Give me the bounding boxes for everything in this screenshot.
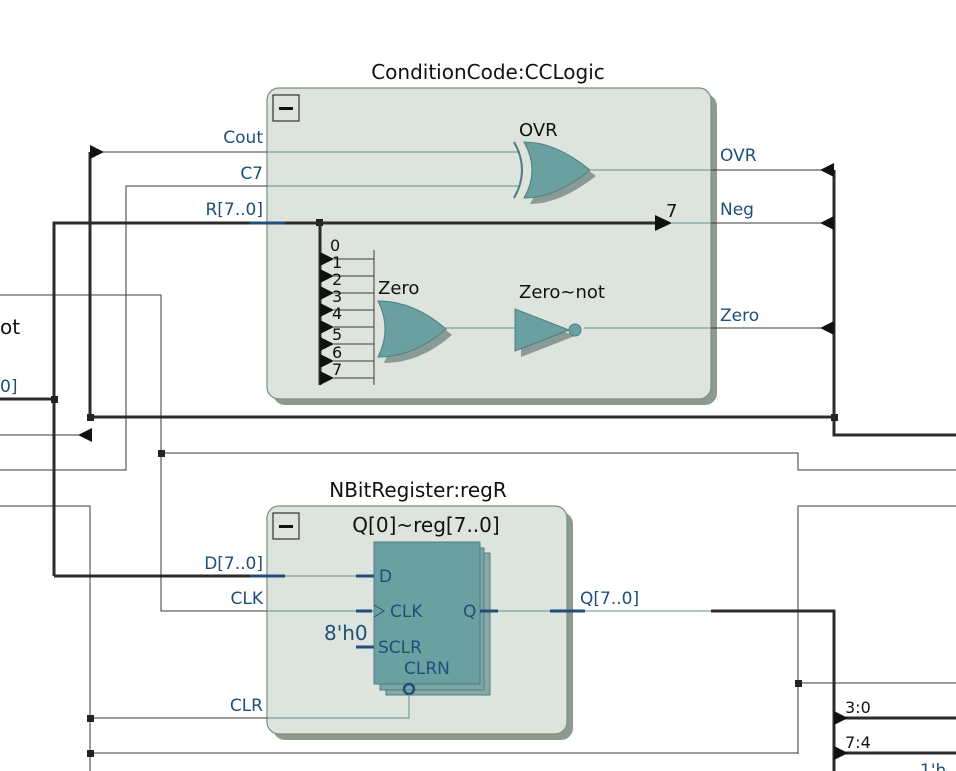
arrowheads bbox=[78, 145, 848, 760]
register-ports: D[7..0] CLK CLR Q[7..0] 8'h0 bbox=[204, 554, 639, 716]
left-top-label: ot bbox=[0, 315, 20, 339]
not-gate-zero[interactable]: Zero~not bbox=[514, 282, 605, 357]
reg-name-label: Q[0]~reg[7..0] bbox=[352, 513, 499, 537]
left-mid-label: 0] bbox=[0, 377, 17, 397]
bit-7-label: 7 bbox=[666, 201, 677, 222]
signal-wires bbox=[0, 151, 956, 771]
bit-label-5: 5 bbox=[332, 325, 342, 344]
register-cell[interactable]: Q[0]~reg[7..0] D CLK Q SCLR CLRN bbox=[352, 513, 500, 696]
bit-label-4: 4 bbox=[332, 304, 342, 323]
reg-collapse-button[interactable] bbox=[272, 512, 300, 540]
bit-label-0: 0 bbox=[330, 236, 340, 255]
xor-gate-ovr[interactable]: OVR bbox=[513, 120, 596, 204]
port-ovr: OVR bbox=[720, 146, 757, 166]
port-neg: Neg bbox=[720, 200, 754, 220]
or-gate-label: Zero bbox=[378, 278, 419, 299]
edge-labels: ot 0] 3:0 7:4 1'h bbox=[0, 315, 946, 771]
port-clr: CLR bbox=[230, 696, 263, 716]
pin-q: Q bbox=[463, 602, 476, 622]
port-d: D[7..0] bbox=[204, 554, 263, 574]
cc-ports: Cout C7 R[7..0] OVR Neg Zero 7 bbox=[205, 128, 759, 326]
bit-label-6: 6 bbox=[332, 343, 342, 362]
const-value: 8'h0 bbox=[324, 621, 368, 645]
pin-d: D bbox=[379, 567, 392, 587]
bit-label-7: 7 bbox=[332, 360, 342, 379]
pin-sclr: SCLR bbox=[378, 638, 422, 658]
xor-gate-label: OVR bbox=[519, 120, 558, 141]
or-gate-zero[interactable]: Zero bbox=[377, 278, 452, 363]
port-clk: CLK bbox=[231, 589, 264, 609]
reg-block-title: NBitRegister:regR bbox=[329, 478, 507, 502]
port-q: Q[7..0] bbox=[580, 589, 639, 609]
cc-collapse-button[interactable] bbox=[272, 94, 300, 122]
pin-clk: CLK bbox=[390, 602, 423, 622]
bit-label-2: 2 bbox=[332, 270, 342, 289]
port-c7: C7 bbox=[240, 164, 263, 184]
pin-clrn: CLRN bbox=[404, 659, 450, 679]
port-r: R[7..0] bbox=[205, 200, 263, 220]
condition-code-block[interactable]: ConditionCode:CCLogic bbox=[266, 60, 717, 405]
register-wires bbox=[250, 574, 711, 719]
bus-label-3-0: 3:0 bbox=[845, 698, 871, 717]
bus-label-7-4: 7:4 bbox=[845, 733, 871, 752]
bit-label-3: 3 bbox=[332, 287, 342, 306]
cc-block-title: ConditionCode:CCLogic bbox=[371, 60, 605, 84]
bit-label-1: 1 bbox=[332, 253, 342, 272]
port-cout: Cout bbox=[223, 128, 263, 148]
bit-fanout: 0 1 2 3 4 5 6 7 bbox=[320, 236, 375, 385]
not-gate-label: Zero~not bbox=[519, 282, 605, 303]
port-zero: Zero bbox=[720, 306, 759, 326]
right-bottom-label: 1'h bbox=[920, 761, 946, 771]
